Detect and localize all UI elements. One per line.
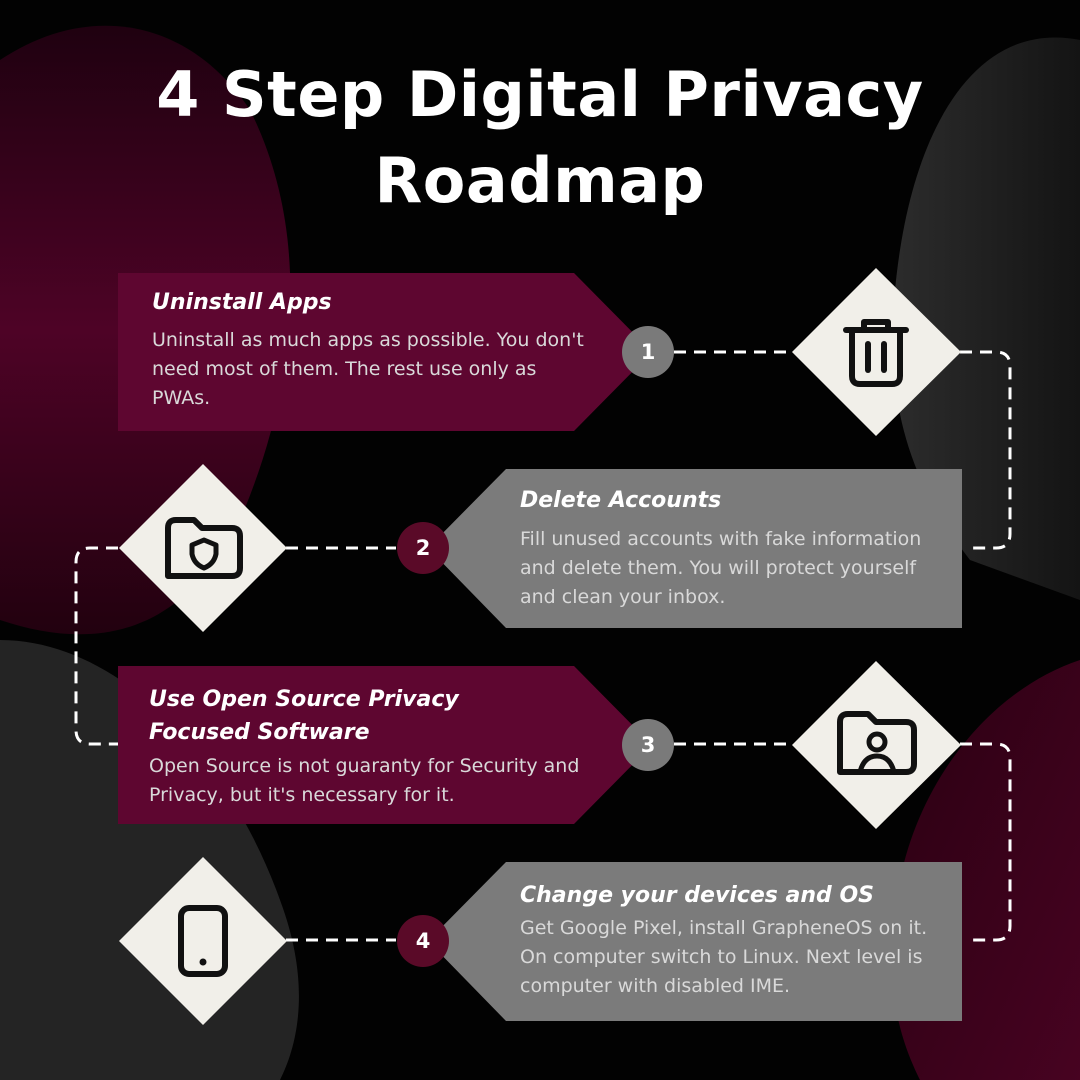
step-3-title: Use Open Source Privacy Focused Software — [149, 687, 459, 745]
step-2-banner — [428, 469, 962, 628]
user-folder-icon — [837, 711, 917, 775]
step-1-title: Uninstall Apps — [152, 290, 332, 315]
step-1-description: Uninstall as much apps as possible. You … — [152, 329, 584, 409]
step-1-number-badge: 1 — [622, 326, 674, 378]
trash-icon — [843, 319, 909, 387]
step-2-number-badge: 2 — [397, 522, 449, 574]
right-gray-blob — [892, 37, 1080, 600]
step-4-banner — [428, 862, 962, 1021]
step-3-banner — [118, 666, 652, 824]
step-1-banner — [118, 273, 652, 431]
step-3-diamond — [792, 661, 961, 829]
connector-3-to-4 — [960, 742, 1012, 942]
step-2-diamond — [119, 464, 287, 632]
step-2-description: Fill unused accounts with fake informati… — [520, 528, 922, 608]
step-2-title: Delete Accounts — [520, 488, 722, 513]
step-3-number-badge: 3 — [622, 719, 674, 771]
step-4-number-badge: 4 — [397, 915, 449, 967]
smartphone-icon — [178, 905, 228, 977]
step-4-diamond — [119, 857, 287, 1025]
step-4-description: Get Google Pixel, install GrapheneOS on … — [520, 917, 928, 997]
step-3-description: Open Source is not guaranty for Security… — [149, 755, 580, 806]
connector-1-to-2 — [960, 350, 1012, 550]
step-1-diamond — [792, 268, 961, 436]
shield-folder-icon — [165, 517, 243, 579]
step-4-title: Change your devices and OS — [520, 883, 874, 908]
page-title: 4 Step Digital Privacy Roadmap — [156, 58, 924, 217]
dashed-connectors — [74, 350, 1012, 942]
